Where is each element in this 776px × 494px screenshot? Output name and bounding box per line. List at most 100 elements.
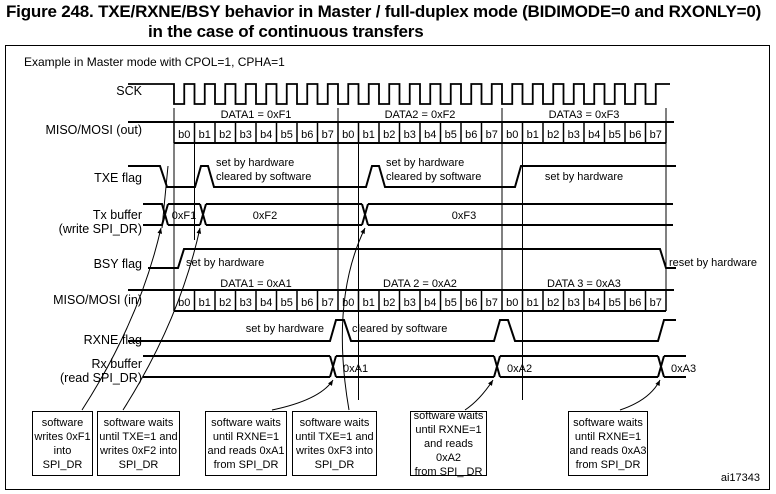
miso-in-bit-label: b3: [240, 297, 252, 309]
rx-buffer-value: 0xA1: [343, 363, 368, 375]
miso-in-bit-label: b5: [281, 297, 293, 309]
callout-arrow-line: [122, 227, 201, 411]
miso-in-bit-label: b6: [301, 297, 313, 309]
label-txe-flag: TXE flag: [94, 171, 142, 185]
mosi-out-bit-label: b7: [650, 129, 662, 141]
rx-buffer-transition: [657, 355, 665, 378]
txe-annotation-set-3: set by hardware: [545, 171, 623, 183]
software-note-box: software waits until TXE=1 and writes 0x…: [292, 411, 377, 476]
rx-buffer-value: 0xA2: [507, 363, 532, 375]
diagram-frame: [5, 45, 770, 490]
mosi-out-bit-label: b1: [527, 129, 539, 141]
miso-in-bit-label: b4: [424, 297, 436, 309]
callout-arrow-line: [81, 227, 162, 411]
mosi-out-bit-label: b6: [629, 129, 641, 141]
tx-buffer-segment: [368, 203, 673, 226]
label-rx-buffer: Rx buffer: [92, 357, 143, 371]
mosi-out-bit-label: b0: [342, 129, 354, 141]
sck-waveform: [128, 83, 670, 105]
txe-annotation-clear-1: cleared by software: [216, 171, 311, 183]
mosi-out-bit-label: b6: [301, 129, 313, 141]
mosi-out-bit-label: b7: [486, 129, 498, 141]
miso-in-bit-label: b1: [199, 297, 211, 309]
software-note-text: software waits until RXNE=1 and reads 0x…: [207, 416, 285, 471]
callout-arrowhead: [655, 380, 660, 386]
rx-buffer-segment: [664, 355, 686, 378]
mosi-out-frame-label: DATA3 = 0xF3: [549, 109, 620, 121]
mosi-out-bit-label: b3: [240, 129, 252, 141]
txe-annotation-set-1: set by hardware: [216, 157, 294, 169]
mosi-out-bit-label: b3: [568, 129, 580, 141]
miso-in-bit-label: b3: [568, 297, 580, 309]
label-rxne-flag: RXNE flag: [84, 333, 142, 347]
callout-arrowhead: [488, 380, 493, 386]
miso-in-bit-label: b3: [404, 297, 416, 309]
figure-title-line2: in the case of continuous transfers: [148, 22, 424, 41]
bsy-annotation-set: set by hardware: [186, 257, 264, 269]
txe-annotation-set-2: set by hardware: [386, 157, 464, 169]
miso-in-bit-label: b1: [527, 297, 539, 309]
mosi-out-bit-label: b1: [363, 129, 375, 141]
miso-in-frame-label: DATA 2 = 0xA2: [383, 278, 457, 290]
tx-buffer-value: 0xF3: [452, 210, 476, 222]
label-tx-buffer-sub: (write SPI_DR): [59, 222, 142, 236]
miso-in-bit-label: b7: [650, 297, 662, 309]
mosi-out-bit-label: b4: [424, 129, 436, 141]
tx-buffer-segment: [168, 203, 207, 226]
bsy-waveform: [148, 248, 676, 269]
rx-buffer-value: 0xA3: [671, 363, 696, 375]
rxne-waveform: [128, 319, 676, 342]
miso-in-bit-label: b6: [465, 297, 477, 309]
label-bsy-flag: BSY flag: [94, 257, 142, 271]
miso-in-bit-label: b0: [506, 297, 518, 309]
callout-arrow-line: [341, 227, 366, 411]
miso-in-bit-label: b2: [383, 297, 395, 309]
rxne-annotation-clear: cleared by software: [352, 323, 447, 335]
mosi-out-bit-label: b2: [547, 129, 559, 141]
figure-code: ai17343: [720, 472, 760, 484]
callout-arrow-line: [161, 165, 169, 229]
mosi-out-bit-label: b1: [199, 129, 211, 141]
mosi-out-bit-label: b3: [404, 129, 416, 141]
software-note-text: software waits until RXNE=1 and reads 0x…: [413, 409, 484, 478]
miso-in-bit-label: b6: [629, 297, 641, 309]
software-note-box: software waits until RXNE=1 and reads 0x…: [205, 411, 287, 476]
tx-buffer-value: 0xF2: [253, 210, 277, 222]
figure-title-line1: Figure 248. TXE/RXNE/BSY behavior in Mas…: [6, 2, 762, 21]
callout-arrow-line: [271, 379, 334, 411]
miso-in-bit-label: b5: [445, 297, 457, 309]
callout-arrowhead: [360, 228, 365, 234]
label-sck: SCK: [116, 84, 142, 98]
miso-in-bit-label: b0: [342, 297, 354, 309]
rxne-annotation-set: set by hardware: [246, 323, 324, 335]
rx-buffer-segment: [500, 355, 658, 378]
mosi-out-bit-label: b5: [609, 129, 621, 141]
callout-arrow-line: [464, 379, 494, 411]
miso-in-bit-label: b4: [260, 297, 272, 309]
software-note-text: software waits until RXNE=1 and reads 0x…: [569, 416, 647, 471]
mosi-out-frame-label: DATA1 = 0xF1: [221, 109, 292, 121]
rx-buffer-transition: [329, 355, 337, 378]
diagram-subtitle: Example in Master mode with CPOL=1, CPHA…: [24, 55, 285, 69]
software-note-text: software writes 0xF1 into SPI_DR: [34, 416, 91, 471]
miso-in-bit-label: b7: [322, 297, 334, 309]
software-note-box: software writes 0xF1 into SPI_DR: [32, 411, 93, 476]
label-miso-mosi-in: MISO/MOSI (in): [53, 293, 142, 307]
miso-in-bit-label: b0: [178, 297, 190, 309]
miso-in-bit-label: b2: [219, 297, 231, 309]
software-note-box: software waits until RXNE=1 and reads 0x…: [568, 411, 648, 476]
software-note-box: software waits until RXNE=1 and reads 0x…: [410, 409, 487, 478]
mosi-out-frame-label: DATA2 = 0xF2: [385, 109, 456, 121]
rx-buffer-segment: [336, 355, 494, 378]
software-note-text: software waits until TXE=1 and writes 0x…: [295, 416, 374, 471]
mosi-out-bit-label: b2: [219, 129, 231, 141]
rx-buffer-idle: [143, 355, 330, 378]
mosi-out-bit-label: b0: [506, 129, 518, 141]
software-note-text: software waits until TXE=1 and writes 0x…: [99, 416, 178, 471]
miso-in-bit-label: b1: [363, 297, 375, 309]
mosi-out-bit-label: b6: [465, 129, 477, 141]
mosi-out-bit-label: b2: [383, 129, 395, 141]
callout-arrowhead: [196, 228, 202, 234]
callout-arrowhead: [157, 228, 163, 234]
